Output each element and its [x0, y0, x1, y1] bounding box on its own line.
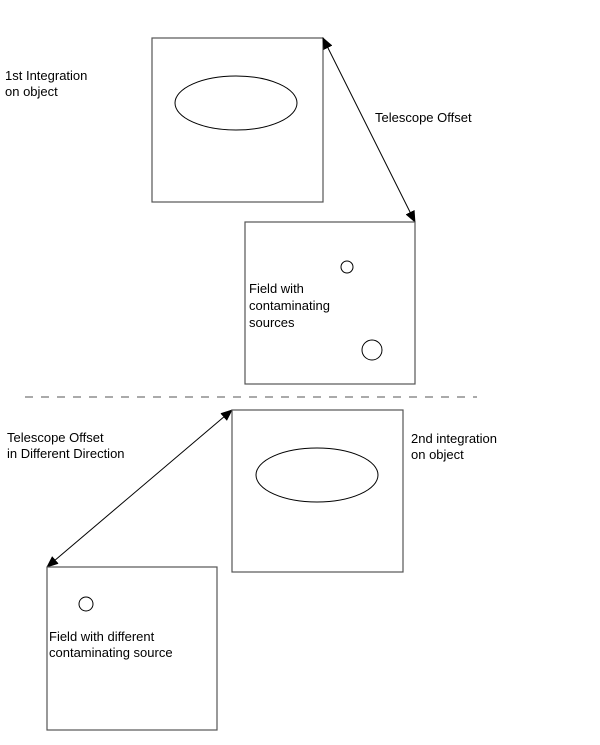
object-ellipse: [174, 75, 298, 131]
contaminating-source: [340, 260, 354, 274]
contaminating-source: [78, 596, 94, 612]
telescope-offset-different-arrow: [46, 409, 233, 568]
telescope-offset-label: Telescope Offset: [375, 110, 472, 125]
telescope-offset-different-label: Telescope Offset in Different Direction: [7, 430, 125, 461]
first-integration-label: 1st Integration on object: [5, 68, 91, 99]
second-integration-label: 2nd integration on object: [411, 431, 501, 462]
field-different-label: Field with different contaminating sourc…: [49, 629, 173, 660]
contaminating-source: [361, 339, 383, 361]
first-integration-field: [151, 37, 324, 203]
second-integration-field: [231, 409, 404, 573]
different-contaminated-field: [46, 566, 218, 731]
contaminated-field: [244, 221, 416, 385]
object-ellipse: [255, 447, 379, 503]
field-contaminating-label: Field with contaminating sources: [249, 281, 334, 330]
telescope-offset-arrow: [322, 37, 416, 223]
